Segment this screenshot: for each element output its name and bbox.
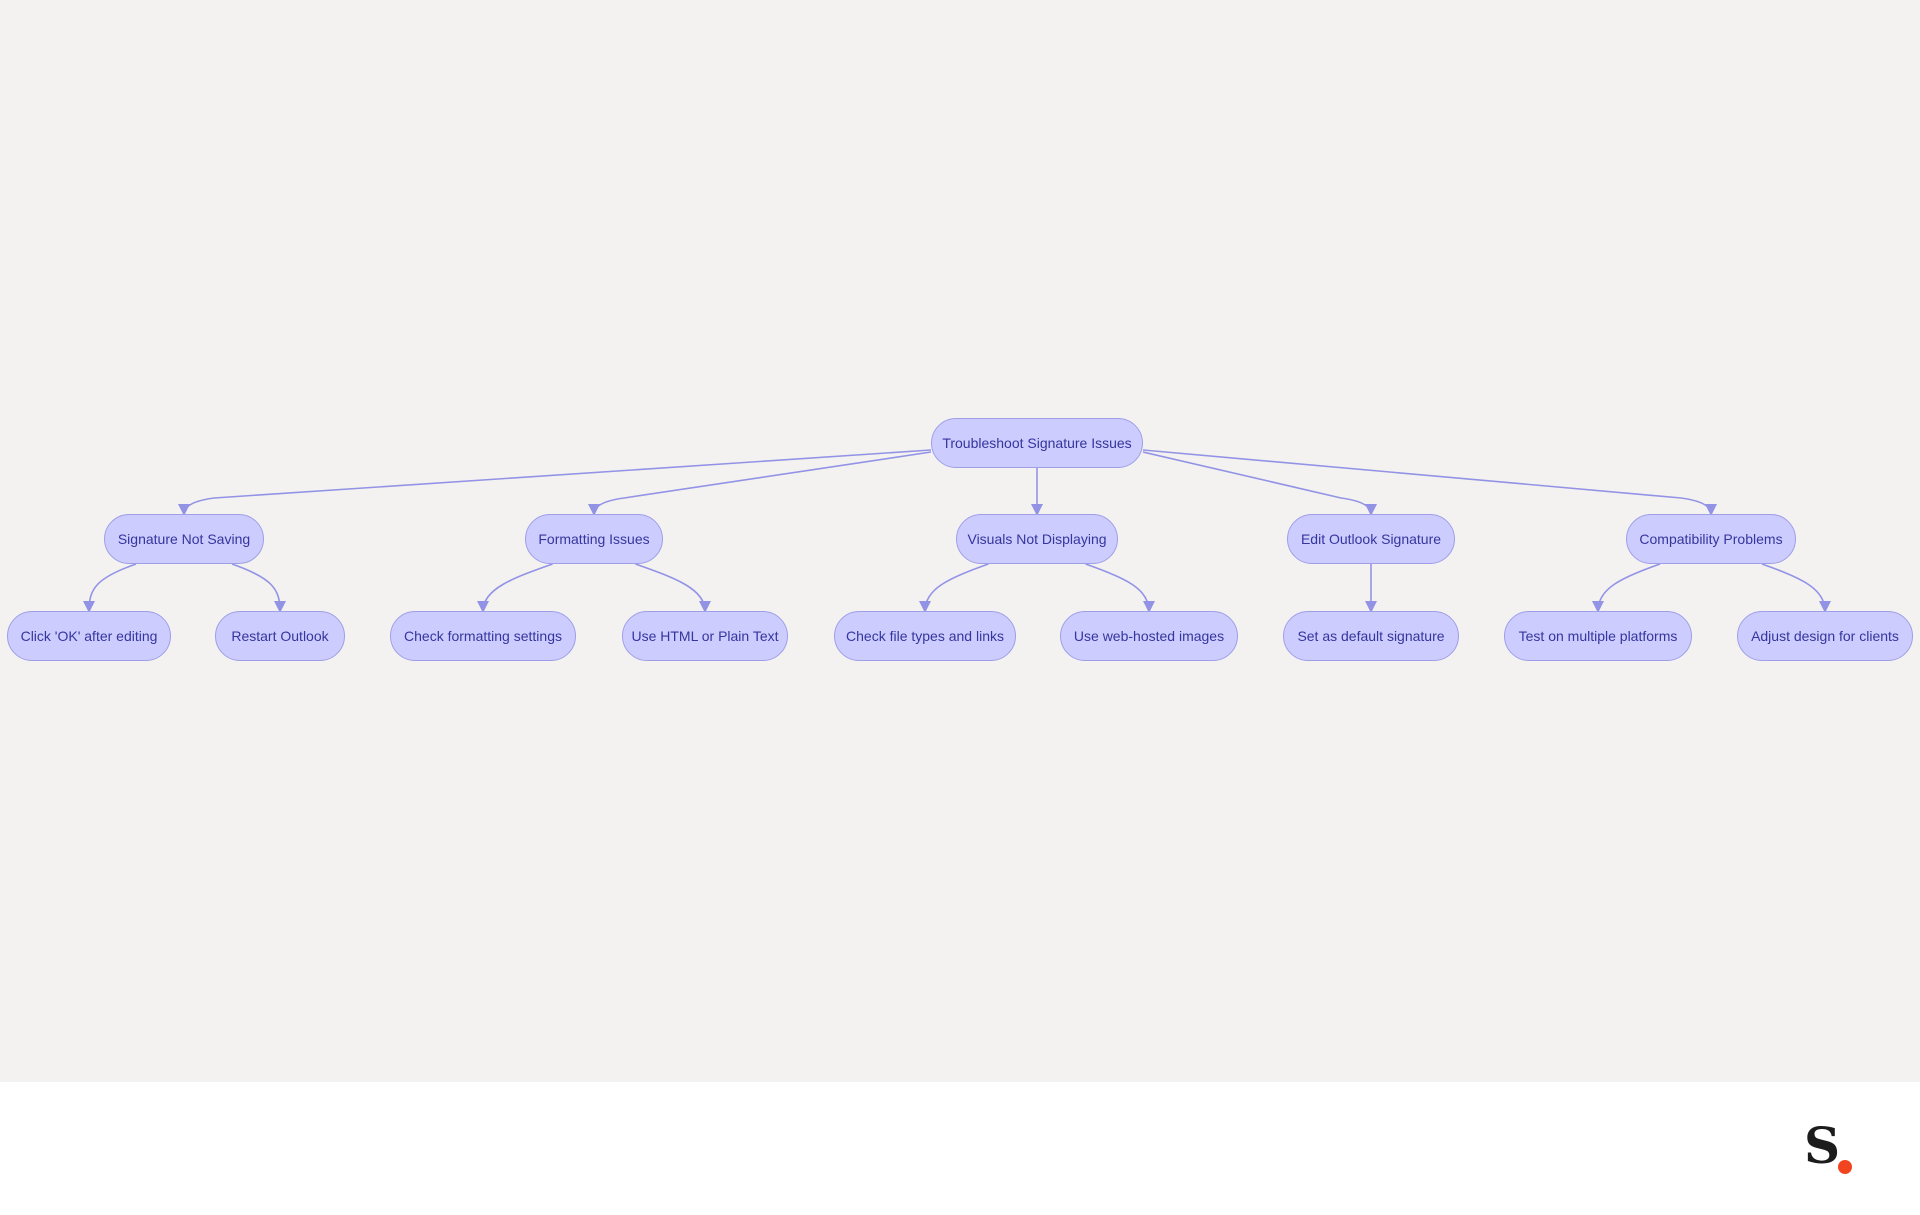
edge-layer: [83, 449, 1831, 613]
edge-root-compat: [1142, 449, 1717, 516]
node-webimg: Use web-hosted images: [1060, 611, 1238, 661]
node-filetypes: Check file types and links: [834, 611, 1016, 661]
node-ok: Click 'OK' after editing: [7, 611, 171, 661]
edge-compat-adjust: [1761, 563, 1831, 613]
node-restart: Restart Outlook: [215, 611, 345, 661]
node-sig: Signature Not Saving: [104, 514, 264, 564]
edge-fmt-html: [635, 563, 711, 613]
node-default: Set as default signature: [1283, 611, 1459, 661]
edge-vis-filetypes: [919, 563, 989, 613]
node-checkfmt: Check formatting settings: [390, 611, 576, 661]
node-compat: Compatibility Problems: [1626, 514, 1796, 564]
edge-fmt-checkfmt: [477, 563, 553, 613]
node-adjust: Adjust design for clients: [1737, 611, 1913, 661]
edge-vis-webimg: [1085, 563, 1155, 613]
node-fmt: Formatting Issues: [525, 514, 663, 564]
edge-compat-test: [1592, 563, 1661, 613]
node-vis: Visuals Not Displaying: [956, 514, 1118, 564]
footer-bar: [0, 1082, 1920, 1215]
edge-root-edit: [1142, 451, 1377, 516]
edge-root-fmt: [588, 451, 932, 516]
node-root: Troubleshoot Signature Issues: [931, 418, 1143, 468]
node-test: Test on multiple platforms: [1504, 611, 1692, 661]
edge-sig-ok: [83, 563, 137, 613]
logo-dot: [1838, 1160, 1852, 1174]
edge-sig-restart: [231, 563, 286, 613]
node-edit: Edit Outlook Signature: [1287, 514, 1455, 564]
edge-root-sig: [178, 449, 932, 516]
logo-letter: S: [1804, 1116, 1841, 1175]
node-html: Use HTML or Plain Text: [622, 611, 788, 661]
brand-logo: S: [1804, 1121, 1864, 1177]
